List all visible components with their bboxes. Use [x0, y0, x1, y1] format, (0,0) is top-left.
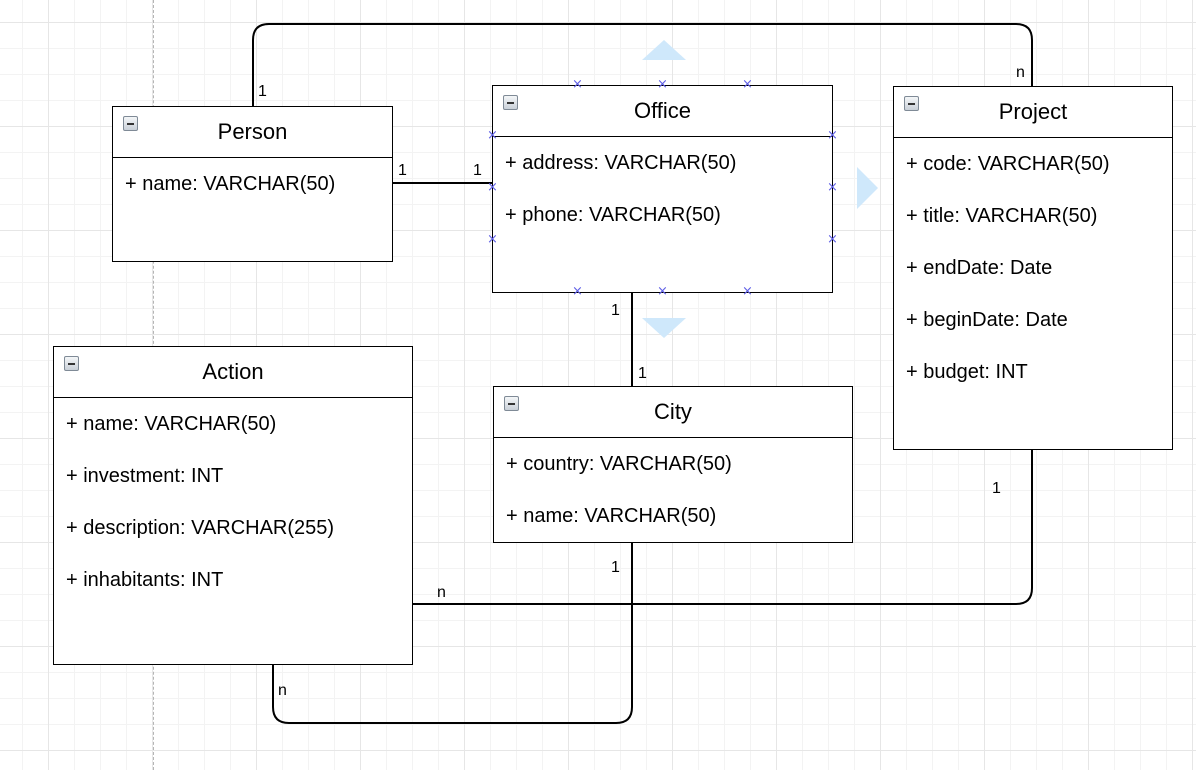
connection-point-icon[interactable]: ×: [487, 128, 498, 143]
field-row[interactable]: + inhabitants: INT: [66, 569, 224, 591]
cardinality-label: n: [278, 682, 287, 699]
arrow-down-hint[interactable]: [642, 318, 686, 338]
entity-header[interactable]: Person: [113, 107, 392, 158]
cardinality-label: n: [1016, 64, 1025, 81]
connection-point-icon[interactable]: ×: [657, 284, 668, 299]
entity-title: Action: [202, 359, 264, 384]
connector-person-project[interactable]: [252, 23, 1033, 106]
entity-header[interactable]: Office: [493, 86, 832, 137]
entity-office[interactable]: Office + address: VARCHAR(50) + phone: V…: [492, 85, 833, 293]
connection-point-icon[interactable]: ×: [487, 180, 498, 195]
entity-person[interactable]: Person + name: VARCHAR(50): [112, 106, 393, 262]
entity-action[interactable]: Action + name: VARCHAR(50) + investment:…: [53, 346, 413, 665]
collapse-icon[interactable]: [503, 95, 518, 110]
collapse-icon[interactable]: [123, 116, 138, 131]
cardinality-label: 1: [611, 559, 620, 576]
field-row[interactable]: + title: VARCHAR(50): [906, 205, 1098, 227]
field-row[interactable]: + investment: INT: [66, 465, 224, 487]
cardinality-label: 1: [638, 365, 647, 382]
field-row[interactable]: + budget: INT: [906, 361, 1028, 383]
connection-point-icon[interactable]: ×: [572, 77, 583, 92]
entity-header[interactable]: Action: [54, 347, 412, 398]
entity-header[interactable]: City: [494, 387, 852, 438]
field-row[interactable]: + endDate: Date: [906, 257, 1053, 279]
field-row[interactable]: + address: VARCHAR(50): [505, 152, 737, 174]
field-list: + address: VARCHAR(50) + phone: VARCHAR(…: [493, 137, 832, 241]
connection-point-icon[interactable]: ×: [742, 77, 753, 92]
collapse-icon[interactable]: [904, 96, 919, 111]
connection-point-icon[interactable]: ×: [487, 232, 498, 247]
field-row[interactable]: + description: VARCHAR(255): [66, 517, 335, 539]
connector-project-action[interactable]: [413, 450, 1033, 605]
arrow-up-hint[interactable]: [642, 40, 686, 60]
entity-title: Person: [217, 119, 288, 144]
collapse-icon[interactable]: [64, 356, 79, 371]
field-list: + name: VARCHAR(50) + investment: INT + …: [54, 398, 412, 606]
entity-project[interactable]: Project + code: VARCHAR(50) + title: VAR…: [893, 86, 1173, 450]
connector-city-action[interactable]: [272, 543, 633, 724]
field-row[interactable]: + code: VARCHAR(50): [906, 153, 1110, 175]
cardinality-label: 1: [611, 302, 620, 319]
entity-title: Office: [633, 98, 692, 123]
field-list: + code: VARCHAR(50) + title: VARCHAR(50)…: [894, 138, 1172, 398]
field-row[interactable]: + country: VARCHAR(50): [506, 453, 732, 475]
field-row[interactable]: + name: VARCHAR(50): [66, 413, 277, 435]
field-row[interactable]: + phone: VARCHAR(50): [505, 204, 721, 226]
entity-city[interactable]: City + country: VARCHAR(50) + name: VARC…: [493, 386, 853, 543]
field-row[interactable]: + name: VARCHAR(50): [506, 505, 717, 527]
entity-title: City: [654, 399, 692, 424]
collapse-icon[interactable]: [504, 396, 519, 411]
connection-point-icon[interactable]: ×: [827, 232, 838, 247]
cardinality-label: 1: [473, 162, 482, 179]
connection-point-icon[interactable]: ×: [827, 180, 838, 195]
connection-point-icon[interactable]: ×: [827, 128, 838, 143]
entity-title: Project: [998, 99, 1068, 124]
cardinality-label: 1: [258, 83, 267, 100]
cardinality-label: 1: [992, 480, 1001, 497]
connection-point-icon[interactable]: ×: [572, 284, 583, 299]
entity-header[interactable]: Project: [894, 87, 1172, 138]
cardinality-label: 1: [398, 162, 407, 179]
cardinality-label: n: [437, 584, 446, 601]
connection-point-icon[interactable]: ×: [742, 284, 753, 299]
field-row[interactable]: + name: VARCHAR(50): [125, 173, 336, 195]
arrow-right-hint[interactable]: [857, 167, 878, 209]
field-list: + name: VARCHAR(50): [113, 158, 392, 210]
connection-point-icon[interactable]: ×: [657, 77, 668, 92]
field-row[interactable]: + beginDate: Date: [906, 309, 1068, 331]
field-list: + country: VARCHAR(50) + name: VARCHAR(5…: [494, 438, 852, 542]
